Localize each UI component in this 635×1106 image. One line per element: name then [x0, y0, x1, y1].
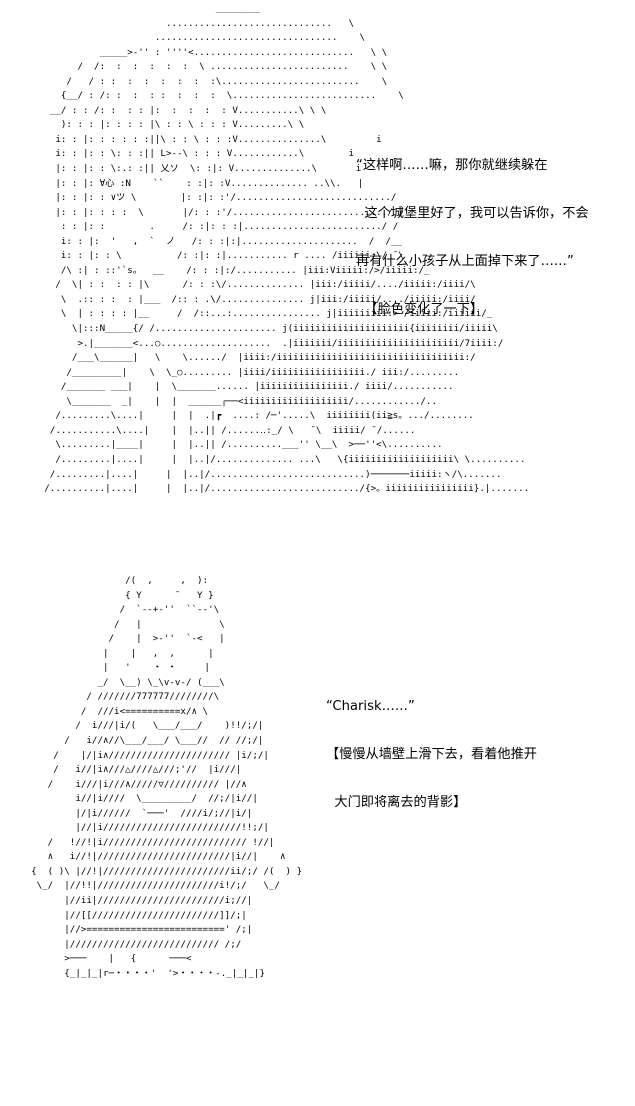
ascii-art-character-bottom: /( , , ): { Y ̄ Y } / `--+-'' ``--'\ / |…	[31, 575, 303, 979]
ascii-art-character-top: ________ .............................. …	[44, 3, 530, 495]
caption-line: 这个城堡里好了，我可以告诉你，不会	[356, 206, 589, 221]
caption-line: 大门即将离去的背影】	[326, 795, 467, 810]
caption-line: 再有什么小孩子从上面掉下来了……”	[356, 254, 574, 269]
caption-line: 【脸色变化了一下】	[356, 302, 484, 317]
caption-line: “这样啊……嘛，那你就继续躲在	[356, 158, 548, 173]
caption-line: 【慢慢从墙壁上滑下去，看着他推开	[326, 747, 537, 762]
caption-line: “Charisk……”	[326, 699, 415, 714]
dialogue-caption-top: “这样啊……嘛，那你就继续躲在 这个城堡里好了，我可以告诉你，不会 再有什么小孩…	[356, 126, 589, 334]
dialogue-caption-bottom: “Charisk……” 【慢慢从墙壁上滑下去，看着他推开 大门即将离去的背影】	[326, 667, 537, 827]
